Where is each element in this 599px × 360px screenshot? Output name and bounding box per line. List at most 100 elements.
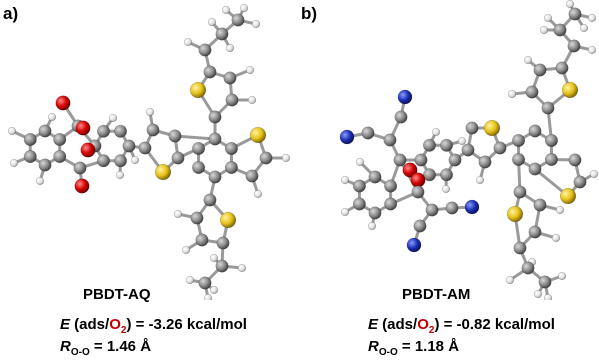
hydrogen-atom xyxy=(543,293,553,300)
hydrogen-atom xyxy=(523,55,533,65)
hydrogen-atom xyxy=(237,263,247,273)
carbon-atom xyxy=(533,198,547,212)
carbon-atom xyxy=(368,206,382,220)
bond-value: = 1.18 Å xyxy=(397,338,460,355)
hydrogen-atom xyxy=(9,158,19,168)
carbon-atom xyxy=(352,197,366,211)
carbon-atom xyxy=(192,142,206,156)
carbon-atom xyxy=(525,85,539,99)
carbon-atom xyxy=(203,65,217,79)
hydrogen-atom xyxy=(505,275,515,285)
bond-symbol: R xyxy=(368,338,379,355)
carbon-atom xyxy=(383,133,397,147)
hydrogen-atom xyxy=(221,5,231,15)
carbon-atom xyxy=(538,275,552,289)
hydrogen-atom xyxy=(145,107,155,117)
carbon-atom xyxy=(53,150,67,164)
hydrogen-atom xyxy=(239,3,249,13)
hydrogen-atom xyxy=(533,289,543,299)
hydrogen-atom xyxy=(431,127,441,137)
carbon-atom xyxy=(208,170,222,184)
adsorption-energy-b: E (ads/O2) = -0.82 kcal/mol xyxy=(368,316,555,336)
carbon-atom xyxy=(114,124,128,138)
adsorbate-label: O2 xyxy=(417,316,435,336)
carbon-atom xyxy=(439,168,453,182)
carbon-atom xyxy=(384,179,398,193)
carbon-atom xyxy=(512,153,526,167)
hydrogen-atom xyxy=(115,170,125,180)
molecule-name-b: PBDT-AM xyxy=(402,286,471,303)
carbon-atom xyxy=(414,153,428,167)
hydrogen-atom xyxy=(355,157,365,167)
nitrogen-atom xyxy=(339,129,355,145)
carbon-atom xyxy=(146,123,160,137)
carbon-atom xyxy=(368,170,382,184)
carbon-atom xyxy=(23,133,37,147)
hydrogen-atom xyxy=(340,207,350,217)
hydrogen-atom xyxy=(441,184,451,194)
carbon-atom xyxy=(465,121,479,135)
hydrogen-atom xyxy=(579,23,589,33)
bond-subscript: O-O xyxy=(378,347,398,358)
carbon-atom xyxy=(394,110,408,124)
hydrogen-atom xyxy=(203,293,213,300)
carbon-atom xyxy=(192,161,206,175)
bond-length-a: RO-O = 1.46 Å xyxy=(60,338,151,358)
hydrogen-atom xyxy=(7,126,17,136)
hydrogen-atom xyxy=(181,245,191,255)
hydrogen-atom xyxy=(557,271,567,281)
carbon-atom xyxy=(352,179,366,193)
molecule-name-a: PBDT-AQ xyxy=(83,286,151,303)
carbon-atom xyxy=(198,43,212,57)
carbon-atom xyxy=(97,124,111,138)
carbon-atom xyxy=(528,124,542,138)
carbon-atom xyxy=(493,141,507,155)
nitrogen-atom xyxy=(397,89,413,105)
oxygen-atom xyxy=(80,142,96,158)
hydrogen-atom xyxy=(108,113,118,123)
hydrogen-atom xyxy=(209,253,219,263)
hydrogen-atom xyxy=(130,155,140,165)
bond-symbol: R xyxy=(60,338,71,355)
hydrogen-atom xyxy=(565,0,575,9)
carbon-atom xyxy=(97,154,111,168)
carbon-atom xyxy=(203,193,217,207)
carbon-atom xyxy=(573,175,587,189)
carbon-atom xyxy=(553,23,567,37)
carbon-atom xyxy=(439,138,453,152)
adsorption-energy-a: E (ads/O2) = -3.26 kcal/mol xyxy=(60,316,247,336)
sulfur-atom xyxy=(189,81,207,99)
carbon-atom xyxy=(215,259,229,273)
carbon-atom xyxy=(555,61,569,75)
carbon-atom xyxy=(195,233,209,247)
sulfur-atom xyxy=(219,211,237,229)
carbon-atom xyxy=(544,134,558,148)
oxygen-atom xyxy=(55,95,71,111)
carbon-atom xyxy=(38,124,52,138)
carbon-atom xyxy=(245,169,259,183)
carbon-atom xyxy=(23,150,37,164)
carbon-atom xyxy=(393,153,407,167)
hydrogen-atom xyxy=(253,189,263,199)
energy-value: ) = -0.82 kcal/mol xyxy=(434,316,555,333)
sulfur-atom xyxy=(483,119,501,137)
carbon-atom xyxy=(513,185,527,199)
carbon-atom xyxy=(216,236,230,250)
sulfur-atom xyxy=(561,81,579,99)
panel-label-a: a) xyxy=(3,4,19,23)
carbon-atom xyxy=(568,7,582,21)
hydrogen-atom xyxy=(247,95,257,105)
carbon-atom xyxy=(513,241,527,255)
carbon-atom xyxy=(231,13,245,27)
carbon-atom xyxy=(122,139,136,153)
energy-symbol: E xyxy=(60,316,71,333)
hydrogen-atom xyxy=(225,43,235,53)
carbon-atom xyxy=(259,151,273,165)
bond-value: = 1.46 Å xyxy=(89,338,152,355)
hydrogen-atom xyxy=(551,233,561,243)
hydrogen-atom xyxy=(555,205,565,215)
sulfur-atom xyxy=(154,163,172,181)
carbon-atom xyxy=(384,197,398,211)
carbon-atom xyxy=(224,161,238,175)
hydrogen-atom xyxy=(507,89,517,99)
